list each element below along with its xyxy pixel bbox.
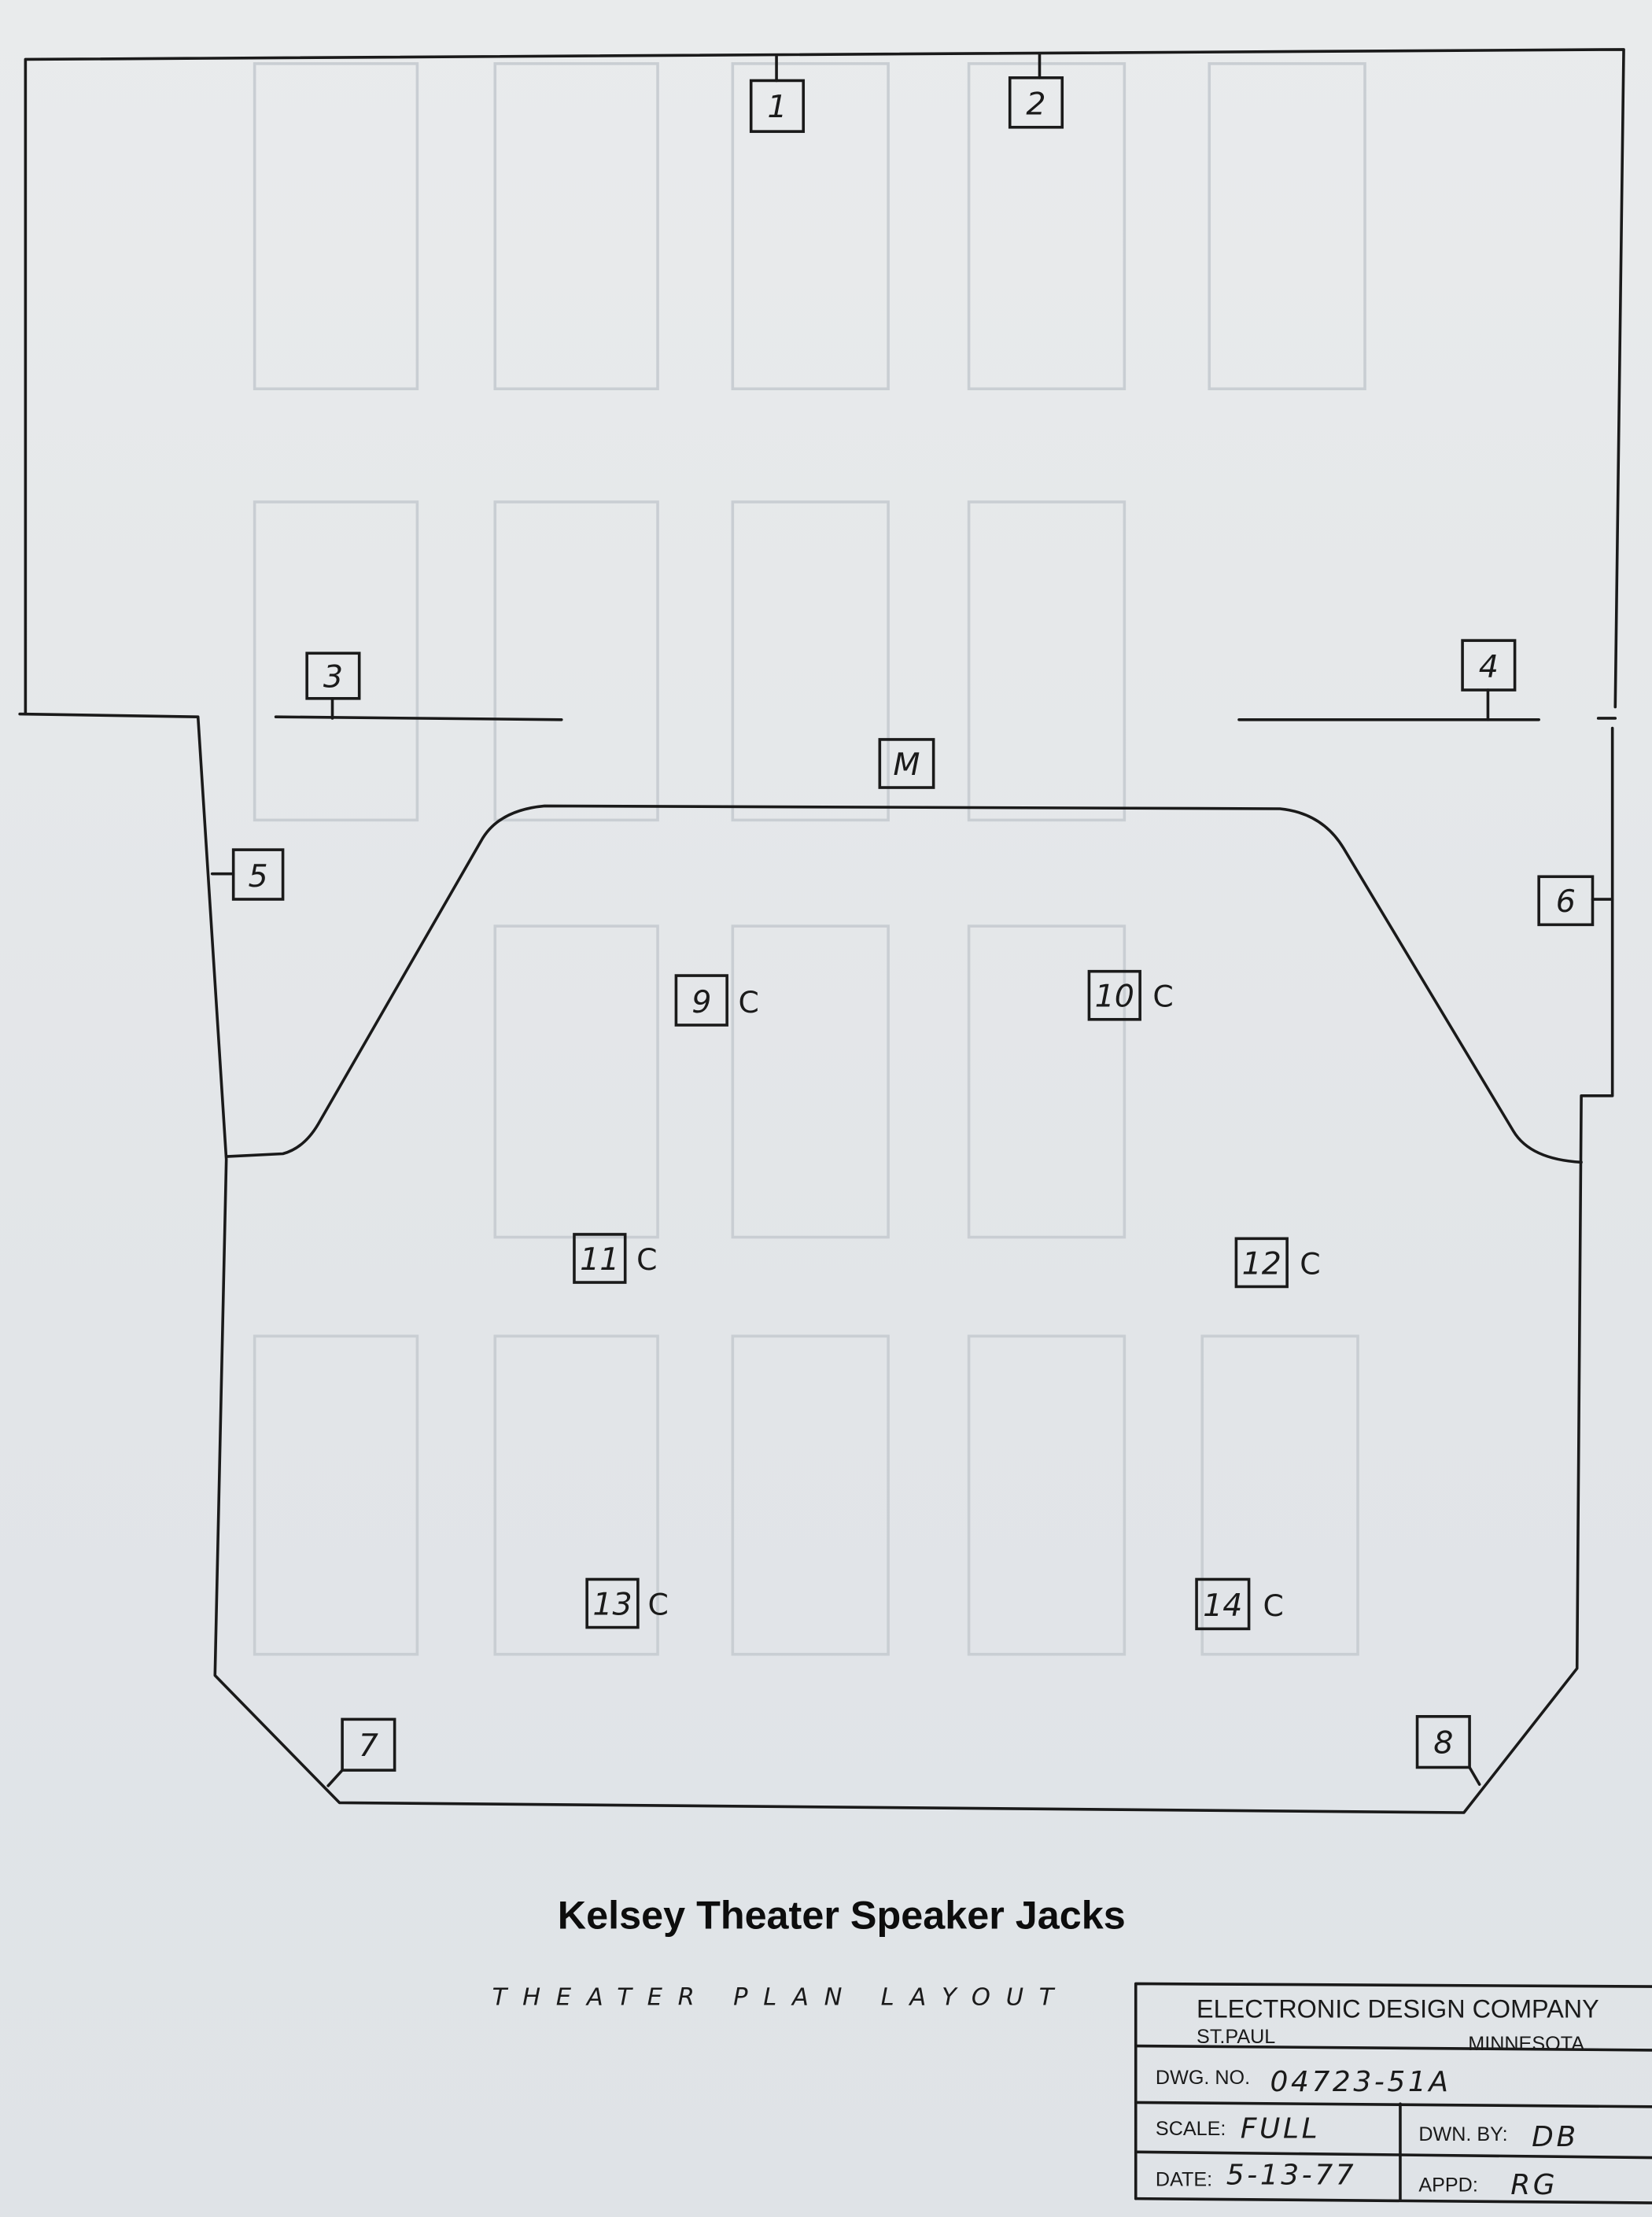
company-name: ELECTRONIC DESIGN COMPANY	[1197, 1995, 1599, 2023]
jacks-13-label: 13	[592, 1586, 632, 1622]
jack-8: 8	[1415, 1714, 1471, 1769]
jack-6: 6	[1537, 875, 1595, 927]
jacks-14-label: 14	[1203, 1588, 1242, 1624]
jacks-9-label: 9	[691, 984, 711, 1020]
drawing-subtitle: THEATER PLAN LAYOUT	[492, 1983, 1058, 2011]
dwg-no-label: DWG. NO.	[1156, 2067, 1250, 2089]
title-block: ELECTRONIC DESIGN COMPANY ST.PAUL MINNES…	[1134, 1982, 1652, 2204]
drawn-by-label: DWN. BY:	[1418, 2123, 1507, 2145]
company-state: MINNESOTA	[1468, 2033, 1584, 2055]
jacks-2-label: 3	[323, 658, 343, 695]
theater-outline	[18, 48, 1625, 1814]
jack-4: 4	[1461, 639, 1517, 692]
dwg-no-value: 04723-51A	[1270, 2066, 1451, 2098]
jack-12: 12 C	[1234, 1237, 1321, 1289]
jacks-11-suffix: C	[636, 1242, 657, 1277]
ghost-print-through	[253, 62, 1366, 1656]
approved-value: RG	[1510, 2169, 1558, 2201]
drawn-by-value: DB	[1532, 2121, 1579, 2153]
stage-line-left	[274, 715, 563, 721]
jacks-9-suffix: C	[739, 985, 759, 1020]
jack-11: 11 C	[573, 1233, 657, 1284]
jacks-4-label: 5	[249, 858, 268, 895]
jack-13: 13 C	[585, 1577, 669, 1629]
drawing-title: Kelsey Theater Speaker Jacks	[558, 1892, 1126, 1937]
date-value: 5-13-77	[1226, 2160, 1356, 2192]
jacks-3-label: 4	[1479, 649, 1499, 685]
company-city: ST.PAUL	[1197, 2026, 1275, 2048]
scale-label: SCALE:	[1156, 2118, 1226, 2140]
jack-2: 2	[1008, 76, 1064, 129]
seating-boundary	[224, 804, 1583, 1164]
jacks-1-label: 2	[1026, 87, 1045, 123]
date-label: DATE:	[1156, 2168, 1212, 2190]
jacks-0-label: 1	[767, 89, 787, 125]
jack-M: M	[878, 738, 935, 789]
jack-10: 10 C	[1087, 969, 1174, 1021]
jack-stems	[210, 52, 1614, 1787]
jacks-5-label: 6	[1556, 883, 1576, 920]
jacks-12-label: 12	[1242, 1245, 1281, 1282]
jack-5: 5	[231, 848, 285, 901]
jacks-11-label: 11	[580, 1241, 619, 1278]
approved-label: APPD:	[1418, 2175, 1478, 2197]
jacks-10-label: 10	[1095, 979, 1134, 1015]
jacks-13-suffix: C	[647, 1587, 668, 1621]
jacks-7-label: 8	[1433, 1725, 1453, 1761]
jacks-14-suffix: C	[1263, 1588, 1284, 1623]
jacks-10-suffix: C	[1152, 979, 1173, 1014]
jack-3: 3	[305, 651, 361, 700]
jacks-8-label: M	[893, 747, 920, 783]
jacks-6-label: 7	[359, 1728, 378, 1764]
jack-14: 14 C	[1195, 1577, 1284, 1631]
jack-1: 1	[749, 79, 806, 133]
jack-7: 7	[341, 1717, 396, 1772]
jacks-12-suffix: C	[1300, 1246, 1320, 1281]
scale-value: FULL	[1241, 2112, 1320, 2145]
